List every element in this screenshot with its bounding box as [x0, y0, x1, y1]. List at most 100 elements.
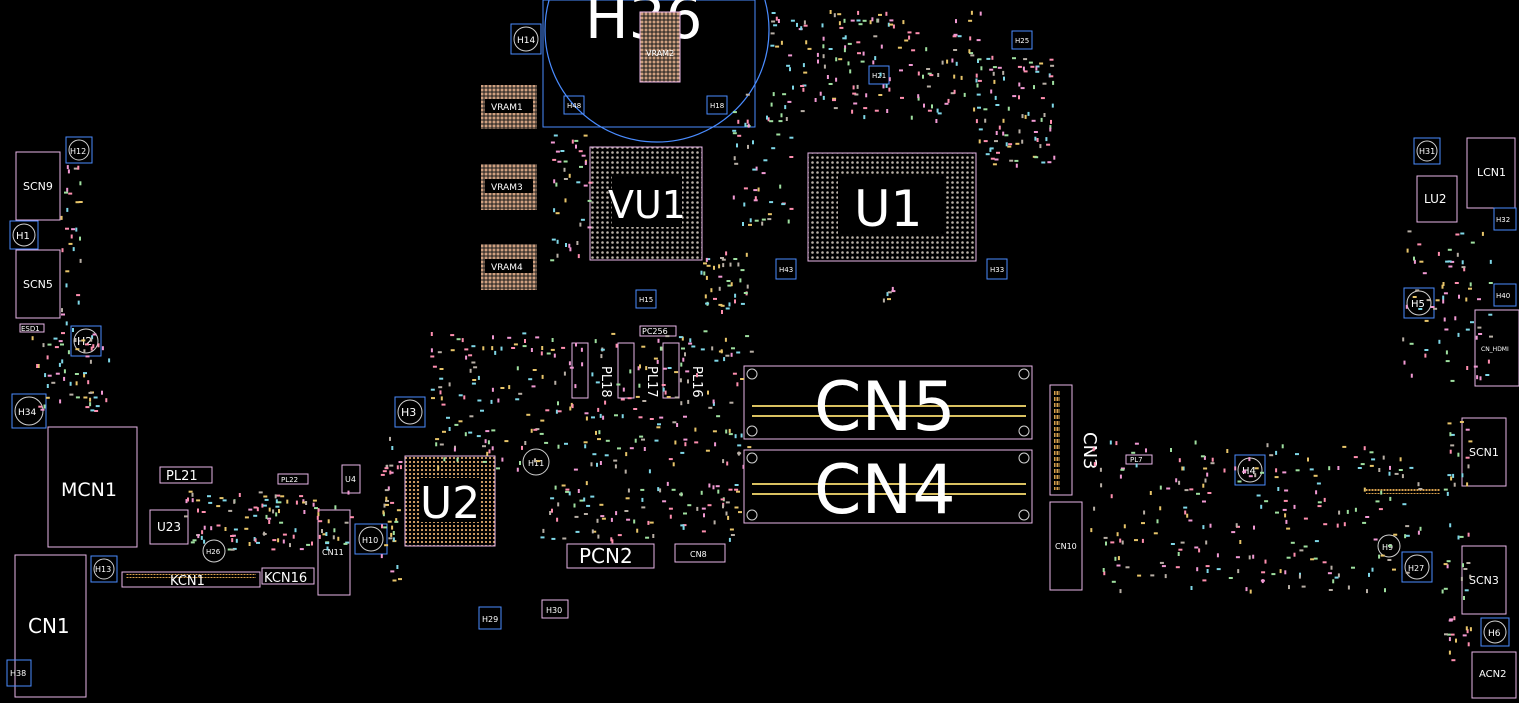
smd-pad: [550, 141, 555, 144]
smd-pad: [1405, 304, 1408, 309]
smd-pad: [554, 380, 557, 385]
smd-pad: [1234, 466, 1237, 471]
smd-pad: [1235, 523, 1238, 528]
smd-pad: [1307, 457, 1309, 462]
smd-pad: [1284, 513, 1287, 518]
smd-pad: [761, 172, 766, 175]
smd-pad: [553, 134, 558, 137]
smd-pad: [521, 445, 523, 450]
smd-pad: [438, 386, 443, 389]
smd-pad: [1445, 350, 1448, 355]
smd-pad: [382, 510, 385, 515]
label-h3: H3: [401, 406, 416, 419]
smd-pad: [687, 399, 690, 404]
smd-pad: [583, 513, 588, 515]
smd-pad: [31, 336, 34, 341]
smd-pad: [746, 119, 749, 124]
smd-pad: [1159, 485, 1162, 490]
hole-h30: H30: [541, 599, 569, 619]
smd-pad: [638, 416, 643, 419]
smd-pad: [703, 330, 708, 333]
smd-pad: [1412, 296, 1417, 298]
hole-h18-top: H18: [706, 95, 728, 115]
smd-pad: [753, 189, 758, 192]
smd-pad: [1023, 70, 1028, 73]
smd-pad: [592, 453, 597, 456]
label-cn11: CN11: [322, 548, 344, 557]
smd-pad: [734, 484, 739, 486]
smd-pad: [1239, 540, 1242, 544]
smd-pad: [733, 258, 738, 260]
smd-pad: [662, 367, 667, 370]
smd-pad: [592, 530, 597, 533]
smd-pad: [1388, 544, 1392, 547]
smd-pad: [1447, 248, 1452, 251]
smd-pad: [1161, 565, 1166, 568]
smd-pad: [838, 21, 841, 26]
smd-pad: [432, 365, 437, 368]
smd-pad: [1446, 560, 1451, 563]
smd-pad: [978, 128, 983, 131]
smd-pad: [496, 467, 500, 470]
smd-pad: [577, 254, 580, 259]
hole-h43: H43: [775, 258, 797, 280]
smd-pad: [317, 508, 320, 513]
hole-h40: H40: [1493, 283, 1517, 307]
smd-pad: [1477, 326, 1482, 329]
smd-pad: [253, 506, 258, 509]
smd-pad: [1237, 569, 1240, 574]
smd-pad: [1003, 76, 1005, 81]
smd-pad: [1337, 573, 1340, 578]
smd-pad: [802, 87, 805, 92]
smd-pad: [1445, 360, 1450, 363]
smd-pad: [482, 460, 487, 463]
smd-pad: [633, 519, 636, 524]
chip-vram3: VRAM3: [481, 164, 537, 210]
smd-pad: [1378, 554, 1381, 559]
smd-pad: [989, 147, 994, 150]
smd-pad: [219, 497, 224, 500]
smd-pad: [43, 404, 46, 409]
smd-pad: [1389, 465, 1391, 470]
smd-pad: [388, 537, 393, 540]
smd-pad: [856, 84, 859, 89]
smd-pad: [334, 505, 337, 510]
smd-pad: [398, 461, 403, 463]
smd-pad: [761, 221, 764, 226]
label-cn1: CN1: [28, 614, 70, 638]
smd-pad: [63, 369, 66, 374]
smd-pad: [1457, 332, 1460, 337]
smd-pad: [950, 92, 955, 95]
smd-pad: [863, 107, 868, 110]
smd-pad: [581, 154, 586, 157]
smd-pad: [800, 26, 803, 31]
smd-pad: [672, 421, 677, 424]
smd-pad: [1275, 511, 1279, 514]
smd-pad: [642, 400, 647, 402]
smd-pad: [705, 257, 708, 262]
smd-pad: [610, 517, 613, 522]
smd-pad: [728, 433, 733, 436]
smd-pad: [1235, 556, 1240, 559]
smd-pad: [473, 366, 478, 369]
smd-pad: [941, 60, 944, 65]
smd-pad: [970, 54, 975, 57]
smd-pad: [1435, 299, 1440, 302]
smd-pad: [83, 372, 87, 375]
smd-pad: [516, 366, 519, 371]
smd-pad: [197, 508, 199, 513]
smd-pad: [740, 302, 745, 305]
smd-pad: [725, 501, 730, 504]
smd-pad: [563, 167, 566, 172]
smd-pad: [380, 473, 385, 476]
smd-pad: [727, 284, 732, 287]
smd-pad: [1153, 532, 1158, 535]
smd-pad: [87, 380, 90, 385]
smd-pad: [1253, 525, 1255, 530]
smd-pad: [1398, 469, 1403, 471]
chip-u1: U1: [807, 152, 977, 262]
smd-pad: [711, 346, 714, 351]
smd-pad: [579, 165, 583, 168]
smd-pad: [720, 498, 725, 501]
smd-pad: [726, 461, 729, 466]
